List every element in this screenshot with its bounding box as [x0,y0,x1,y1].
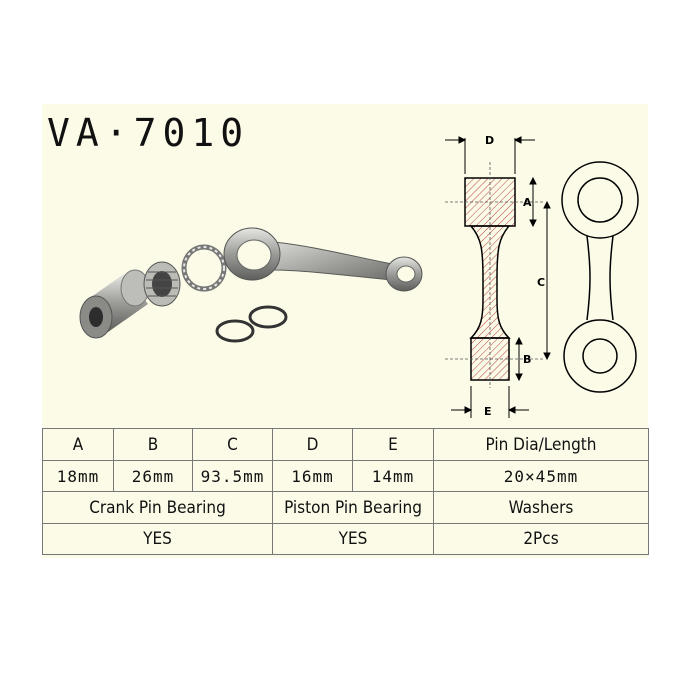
connecting-rod [223,227,423,292]
value-b: 26mm [113,460,193,492]
spec-table: A B C D E Pin Dia/Length 18mm 26mm 93.5m… [42,428,649,555]
value-piston-pin-bearing: YES [272,523,434,555]
header-washers: Washers [433,491,649,524]
washers [215,305,288,343]
header-e: E [352,428,434,461]
crank-pin [79,269,150,339]
value-c: 93.5mm [192,460,273,492]
label-c: C [537,276,545,289]
label-e: E [484,405,492,418]
header-b: B [113,428,193,461]
header-c: C [192,428,273,461]
header-piston-pin-bearing: Piston Pin Bearing [272,491,434,524]
value-e: 14mm [352,460,434,492]
value-d: 16mm [272,460,353,492]
bearing-cage [181,244,227,292]
header-d: D [272,428,353,461]
header-crank-pin-bearing: Crank Pin Bearing [42,491,273,524]
label-b: B [523,353,531,366]
parts-header-row: Crank Pin Bearing Piston Pin Bearing Was… [42,491,649,524]
product-sheet: VA·7010 [42,104,649,558]
needle-bearing [143,261,181,307]
dimension-lines [445,136,551,418]
rod-side-view [445,162,545,388]
value-washers: 2Pcs [433,523,649,555]
product-code: VA·7010 [47,111,250,155]
value-crank-pin-bearing: YES [42,523,273,555]
parts-value-row: YES YES 2Pcs [42,523,649,555]
value-a: 18mm [42,460,114,492]
dims-value-row: 18mm 26mm 93.5mm 16mm 14mm 20×45mm [42,460,649,492]
header-pin: Pin Dia/Length [433,428,649,461]
header-a: A [42,428,114,461]
connecting-rod-kit-photo [79,227,423,343]
label-a: A [523,196,532,209]
rod-front-view [561,161,639,393]
value-pin: 20×45mm [433,460,649,492]
dims-header-row: A B C D E Pin Dia/Length [42,428,649,461]
dimension-diagram: D A C B E [445,134,639,418]
label-d: D [485,134,494,147]
